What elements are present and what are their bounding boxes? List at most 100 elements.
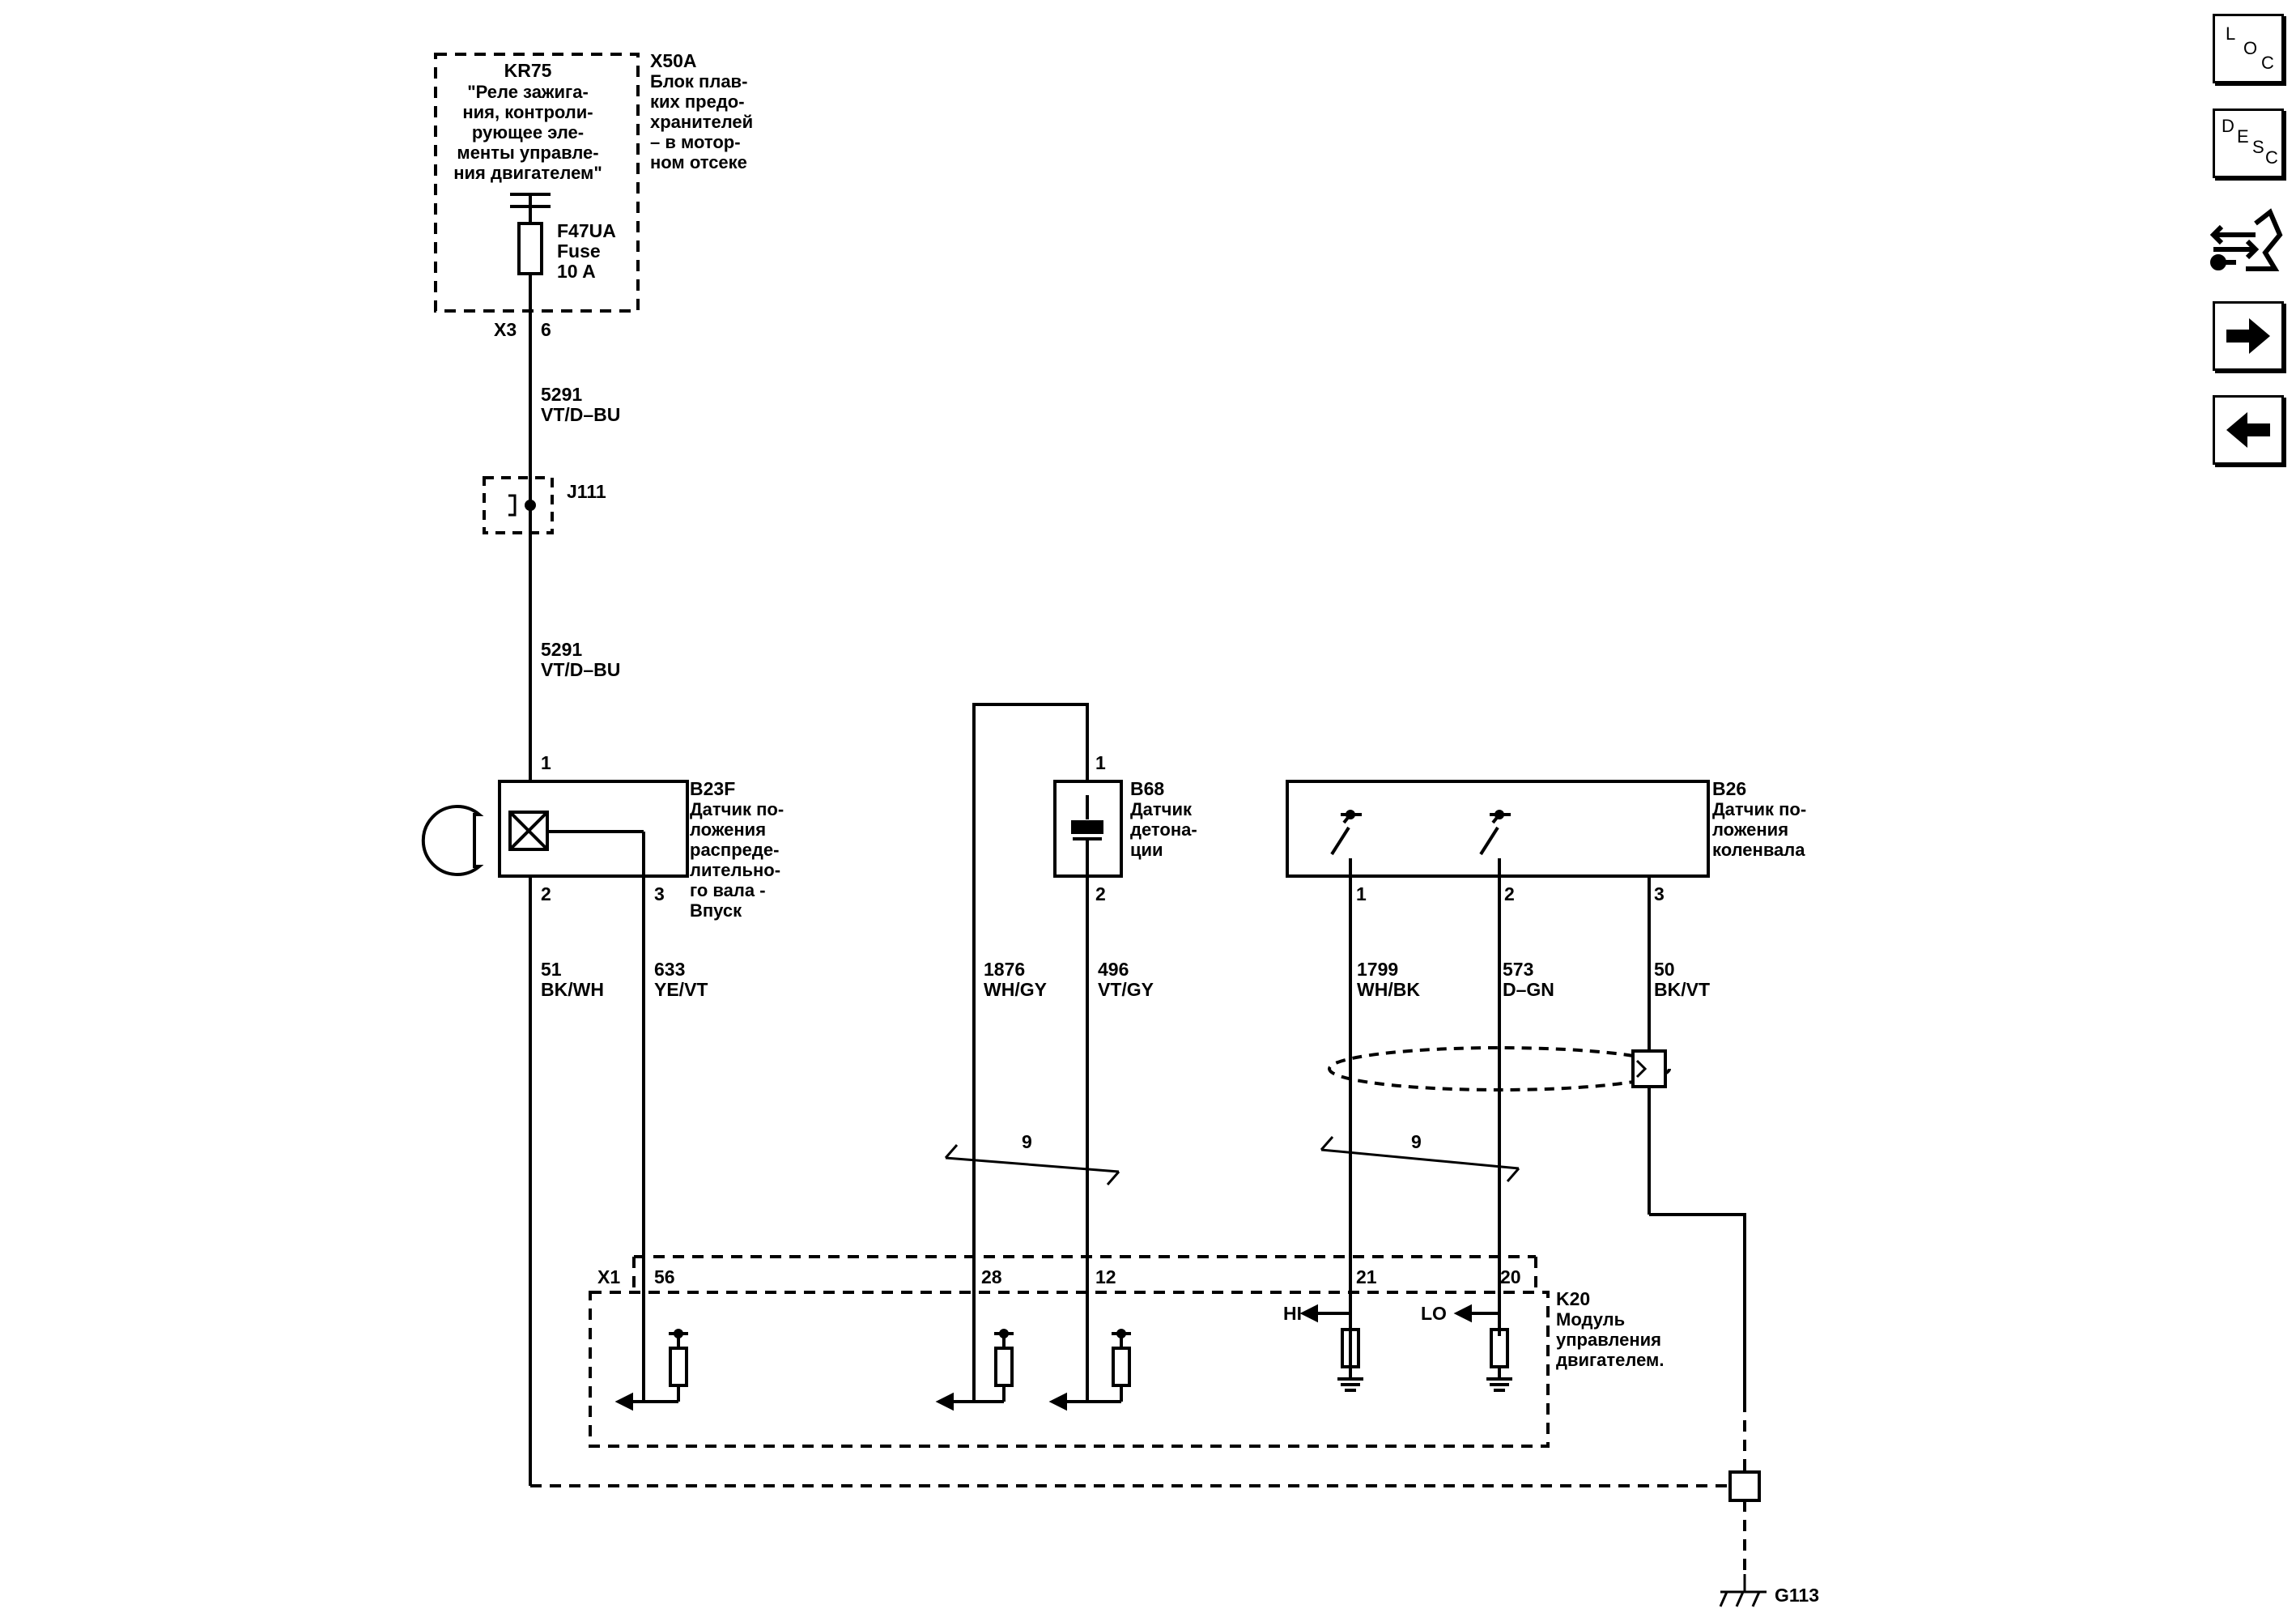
svg-text:Блок плав-: Блок плав- [650, 71, 747, 91]
splice-j111-outline [483, 476, 554, 534]
svg-text:Датчик по-: Датчик по- [1712, 799, 1806, 819]
svg-text:двигателем.: двигателем. [1556, 1350, 1664, 1370]
b68-pin-bottom: 2 [1095, 883, 1106, 904]
b26-desc: Датчик по- ложения коленвала [1712, 799, 1806, 860]
k20-desc: Модуль управления двигателем. [1556, 1309, 1664, 1370]
relay-desc: "Реле зажига- ния, контроли- рующее эле-… [453, 82, 602, 183]
wire-1799-circuit: 1799 [1357, 959, 1398, 980]
wire-1876 [972, 703, 1089, 1402]
svg-text:менты управле-: менты управле- [457, 143, 598, 163]
fuse-block-outline [434, 53, 640, 313]
fuse-rating: 10 A [557, 261, 596, 282]
location-button[interactable]: L O C [2213, 14, 2284, 83]
next-page-button[interactable] [2213, 301, 2284, 371]
svg-text:ложения: ложения [690, 819, 766, 840]
k20-pin-20: 20 [1500, 1266, 1521, 1287]
camshaft-wheel-icon [421, 805, 484, 876]
svg-text:"Реле зажига-: "Реле зажига- [467, 82, 589, 102]
k20-lo-label: LO [1421, 1303, 1447, 1324]
ground-splice [1728, 1470, 1761, 1502]
wire-633-color: YE/VT [654, 979, 708, 1000]
arrow-right-icon [2226, 318, 2270, 354]
svg-text:Впуск: Впуск [690, 900, 742, 921]
k20-hi-label: HI [1283, 1303, 1302, 1324]
b26-ref: B26 [1712, 778, 1746, 799]
b23f-pin-top: 1 [541, 752, 551, 773]
splice-ref: J111 [567, 481, 606, 502]
description-button[interactable]: D E S C [2213, 109, 2284, 178]
ecm-k20-outline [589, 1291, 1550, 1448]
svg-text:коленвала: коленвала [1712, 840, 1805, 860]
svg-text:Модуль: Модуль [1556, 1309, 1625, 1330]
wire-1876-color: WH/GY [984, 979, 1047, 1000]
svg-text:ния, контроли-: ния, контроли- [462, 102, 593, 122]
svg-text:хранителей: хранителей [650, 112, 753, 132]
fuse-word: Fuse [557, 240, 601, 262]
svg-text:ния двигателем": ния двигателем" [453, 163, 602, 183]
svg-text:детона-: детона- [1130, 819, 1197, 840]
b23f-desc: Датчик по- ложения распреде- лительно- г… [690, 799, 784, 921]
k20-pin-28: 28 [981, 1266, 1002, 1287]
wire-573-circuit: 573 [1503, 959, 1533, 980]
k20-connector: X1 [597, 1266, 620, 1287]
description-icon: D E S C [2222, 116, 2278, 168]
fuse-ref: F47UA [557, 220, 616, 241]
arrow-left-icon [2226, 412, 2270, 448]
block-desc: Блок плав- ких предо- хранителей – в мот… [650, 71, 753, 172]
b68-desc: Датчик детона- ции [1130, 799, 1197, 860]
k20-pin-56: 56 [654, 1266, 675, 1287]
wire-633-circuit: 633 [654, 959, 685, 980]
svg-text:лительно-: лительно- [690, 860, 780, 880]
twist-label-right: 9 [1411, 1131, 1422, 1152]
location-icon: L O C [2226, 23, 2274, 73]
b23f-ref: B23F [690, 778, 735, 799]
previous-page-button[interactable] [2213, 395, 2284, 465]
wire-5291-bottom-circuit: 5291 [541, 639, 582, 660]
k20-pin-12: 12 [1095, 1266, 1116, 1287]
wire-573-color: D–GN [1503, 979, 1554, 1000]
svg-text:ном отсеке: ном отсеке [650, 152, 747, 172]
wire-496-circuit: 496 [1098, 959, 1129, 980]
shield-ellipse [1328, 1046, 1671, 1091]
k20-ref: K20 [1556, 1288, 1590, 1309]
svg-text:ких предо-: ких предо- [650, 91, 745, 112]
ground-ref: G113 [1775, 1585, 1819, 1606]
svg-text:– в мотор-: – в мотор- [650, 132, 741, 152]
b68-pin-top: 1 [1095, 752, 1106, 773]
connector-service-button[interactable] [2209, 202, 2286, 280]
svg-text:го вала -: го вала - [690, 880, 766, 900]
svg-text:ции: ции [1130, 840, 1163, 860]
wire-50-color: BK/VT [1654, 979, 1710, 1000]
b23f-pin-left: 2 [541, 883, 551, 904]
fuse-pin: 6 [541, 319, 551, 340]
b26-pin-2: 2 [1504, 883, 1515, 904]
fuse-f47ua [517, 222, 543, 275]
fuse-connector: X3 [494, 319, 517, 340]
svg-text:рующее эле-: рующее эле- [472, 122, 584, 143]
wire-50-circuit: 50 [1654, 959, 1675, 980]
b26-pin-3: 3 [1654, 883, 1665, 904]
wire-51-circuit: 51 [541, 959, 562, 980]
block-ref: X50A [650, 50, 697, 71]
connector-service-icon [2209, 208, 2283, 271]
wire-51-color: BK/WH [541, 979, 604, 1000]
b68-ref: B68 [1130, 778, 1164, 799]
wire-1799-color: WH/BK [1357, 979, 1420, 1000]
svg-text:Датчик: Датчик [1130, 799, 1193, 819]
twist-label-left: 9 [1022, 1131, 1032, 1152]
b23f-pin-right: 3 [654, 883, 665, 904]
sensor-b23f-box [498, 780, 689, 878]
wire-5291-top-circuit: 5291 [541, 384, 582, 405]
k20-pin-21: 21 [1356, 1266, 1377, 1287]
relay-ref: KR75 [504, 60, 552, 81]
b26-pin-1: 1 [1356, 883, 1367, 904]
svg-text:ложения: ложения [1712, 819, 1788, 840]
wire-1876-circuit: 1876 [984, 959, 1025, 980]
wire-496-color: VT/GY [1098, 979, 1154, 1000]
wire-5291-top-color: VT/D–BU [541, 404, 620, 425]
svg-text:распреде-: распреде- [690, 840, 779, 860]
wire-5291-bottom-color: VT/D–BU [541, 659, 620, 680]
svg-text:управления: управления [1556, 1330, 1661, 1350]
svg-text:Датчик по-: Датчик по- [690, 799, 784, 819]
